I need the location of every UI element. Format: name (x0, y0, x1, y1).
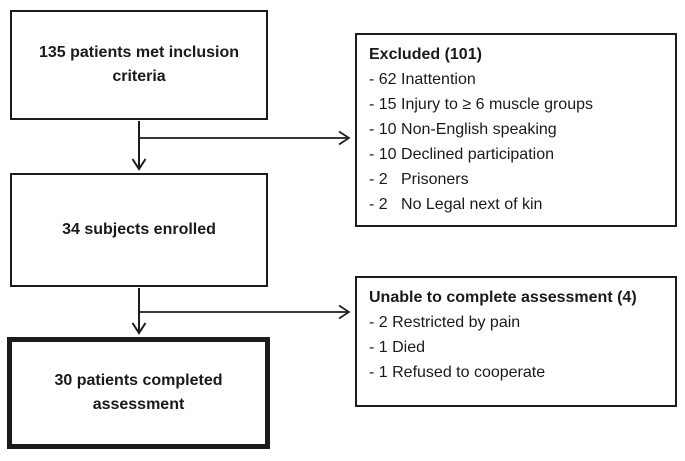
unable-item: - 2 Restricted by pain (369, 314, 521, 331)
arrow-to-unable (139, 304, 351, 320)
completed-assessment-label: 30 patients completed assessment (54, 372, 223, 413)
excluded-item: - 2 Prisoners (369, 171, 469, 188)
arrowhead-down-icon (131, 322, 147, 335)
unable-title: Unable to complete assessment (4) (369, 289, 637, 306)
enrolled-label: 34 subjects enrolled (62, 221, 216, 238)
arrow-inclusion-to-enrolled (131, 121, 147, 171)
unable-item: - 1 Refused to cooperate (369, 364, 546, 381)
arrowhead-right-icon (338, 130, 351, 146)
arrowhead-right-icon (338, 304, 351, 320)
excluded-title: Excluded (101) (369, 46, 482, 63)
unable-item: - 1 Died (369, 339, 426, 356)
arrowhead-down-icon (131, 158, 147, 171)
arrow-to-excluded (139, 130, 351, 146)
excluded-item: - 15 Injury to ≥ 6 muscle groups (369, 96, 593, 113)
excluded-item: - 10 Non-English speaking (369, 121, 557, 138)
excluded-item: - 10 Declined participation (369, 146, 554, 163)
completed-assessment-box: 30 patients completed assessment (7, 337, 270, 449)
excluded-box: Excluded (101) - 62 Inattention - 15 Inj… (355, 33, 677, 227)
inclusion-criteria-box: 135 patients met inclusion criteria (10, 10, 268, 120)
excluded-item: - 2 No Legal next of kin (369, 196, 543, 213)
enrolled-box: 34 subjects enrolled (10, 173, 268, 287)
unable-to-complete-box: Unable to complete assessment (4) - 2 Re… (355, 276, 677, 407)
excluded-item: - 62 Inattention (369, 71, 476, 88)
inclusion-criteria-label: 135 patients met inclusion criteria (38, 44, 240, 85)
arrow-enrolled-to-completed (131, 288, 147, 335)
